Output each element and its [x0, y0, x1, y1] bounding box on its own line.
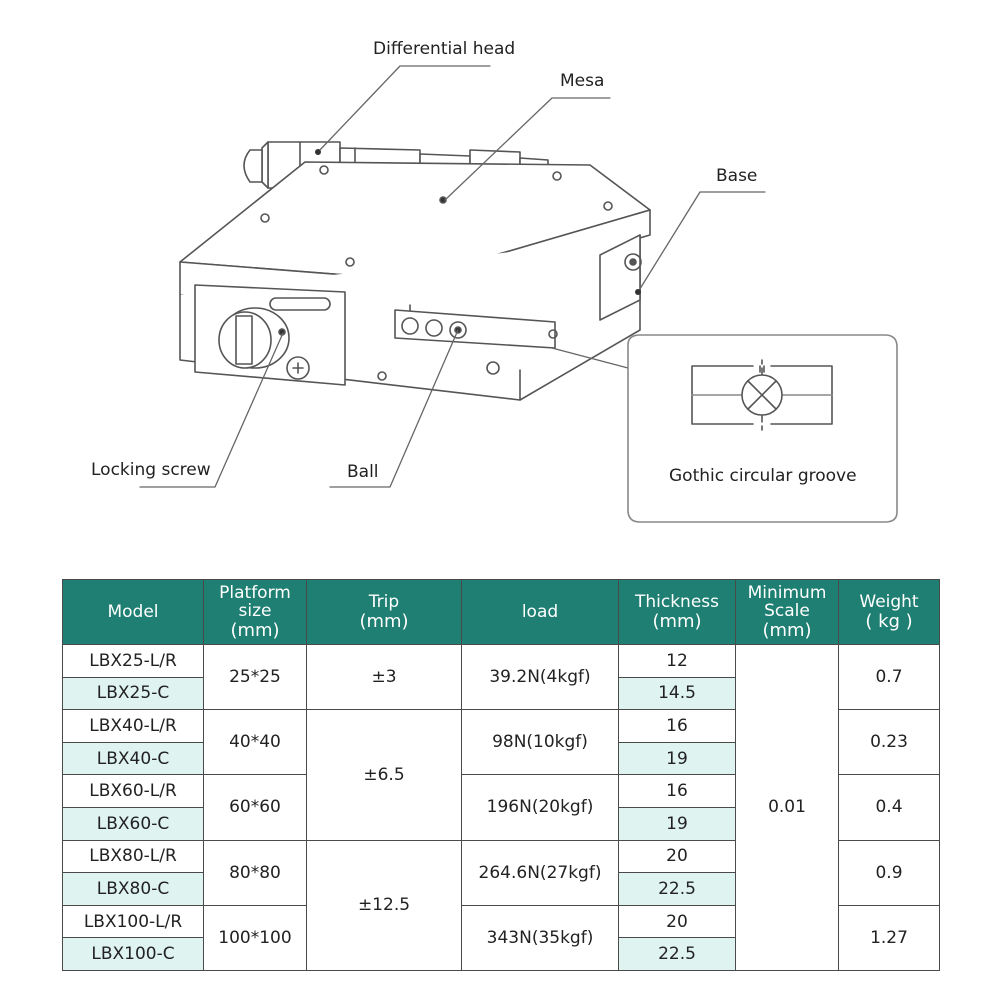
weight-cell: 0.23	[838, 709, 940, 776]
load-cell: 264.6N(27kgf)	[461, 839, 619, 906]
model-cell: LBX80-C	[62, 872, 204, 906]
label-differential-head: Differential head	[373, 39, 516, 59]
table-row: LBX25-L/R 25*25 ±3 39.2N(4kgf) 12 0.01 0…	[62, 643, 940, 971]
locking-screw	[218, 307, 310, 380]
header-trip: Trip (mm)	[306, 579, 462, 645]
weight-cell: 0.7	[838, 643, 940, 711]
table-row: LBX100-C 22.5	[62, 937, 940, 971]
header-load: load	[461, 579, 619, 645]
table-row: LBX40-C 19	[62, 741, 940, 776]
ball-rail	[394, 309, 558, 349]
thickness-cell: 19	[618, 741, 736, 776]
weight-cell: 0.4	[838, 774, 940, 841]
load-cell: 343N(35kgf)	[461, 904, 619, 971]
model-cell: LBX40-C	[62, 741, 204, 776]
model-cell: LBX60-L/R	[62, 774, 204, 808]
label-ball: Ball	[347, 462, 379, 482]
thickness-cell: 12	[618, 644, 736, 678]
gothic-groove-detail	[627, 334, 898, 523]
model-cell: LBX60-C	[62, 806, 204, 841]
thickness-cell: 14.5	[618, 676, 736, 711]
weight-cell: 1.27	[838, 904, 940, 971]
load-cell: 196N(20kgf)	[461, 774, 619, 841]
header-weight: Weight ( kg )	[838, 579, 940, 645]
trip-cell: ±3	[306, 643, 462, 711]
platform-size-cell: 60*60	[203, 774, 307, 841]
label-locking-screw: Locking screw	[91, 460, 211, 480]
header-model: Model	[62, 579, 204, 645]
table-row: LBX25-C 14.5	[62, 676, 940, 711]
thickness-cell: 19	[618, 806, 736, 841]
table-header-row: Model Platform size (mm) Trip (mm) load …	[62, 579, 940, 645]
trip-cell: ±12.5	[306, 839, 462, 971]
platform-size-cell: 100*100	[203, 904, 307, 971]
thickness-cell: 20	[618, 904, 736, 939]
thickness-cell: 22.5	[618, 937, 736, 971]
label-base: Base	[716, 166, 758, 186]
platform-size-cell: 25*25	[203, 643, 307, 711]
load-cell: 39.2N(4kgf)	[461, 643, 619, 711]
model-cell: LBX25-C	[62, 676, 204, 711]
leader-lines	[139, 65, 766, 488]
min-scale-cell: 0.01	[735, 644, 839, 971]
table-row: LBX80-C 22.5	[62, 872, 940, 906]
model-cell: LBX100-L/R	[62, 904, 204, 939]
model-cell: LBX100-C	[62, 937, 204, 971]
thickness-cell: 16	[618, 709, 736, 743]
model-cell: LBX40-L/R	[62, 709, 204, 743]
label-mesa: Mesa	[560, 71, 605, 91]
table-row: LBX60-C 19	[62, 806, 940, 841]
header-thickness: Thickness (mm)	[618, 579, 736, 645]
thickness-cell: 16	[618, 774, 736, 808]
header-platform-size: Platform size (mm)	[203, 579, 307, 645]
trip-cell: ±6.5	[306, 709, 462, 841]
spec-table: Model Platform size (mm) Trip (mm) load …	[62, 579, 940, 971]
thickness-cell: 20	[618, 839, 736, 874]
platform-size-cell: 40*40	[203, 709, 307, 776]
stage-diagram	[139, 65, 898, 523]
model-cell: LBX25-L/R	[62, 644, 204, 678]
weight-cell: 0.9	[838, 839, 940, 906]
platform-size-cell: 80*80	[203, 839, 307, 906]
model-cell: LBX80-L/R	[62, 839, 204, 874]
thickness-cell: 22.5	[618, 872, 736, 906]
load-cell: 98N(10kgf)	[461, 709, 619, 776]
label-gothic-groove: Gothic circular groove	[669, 466, 857, 486]
header-minimum-scale: Minimum Scale (mm)	[735, 579, 839, 645]
